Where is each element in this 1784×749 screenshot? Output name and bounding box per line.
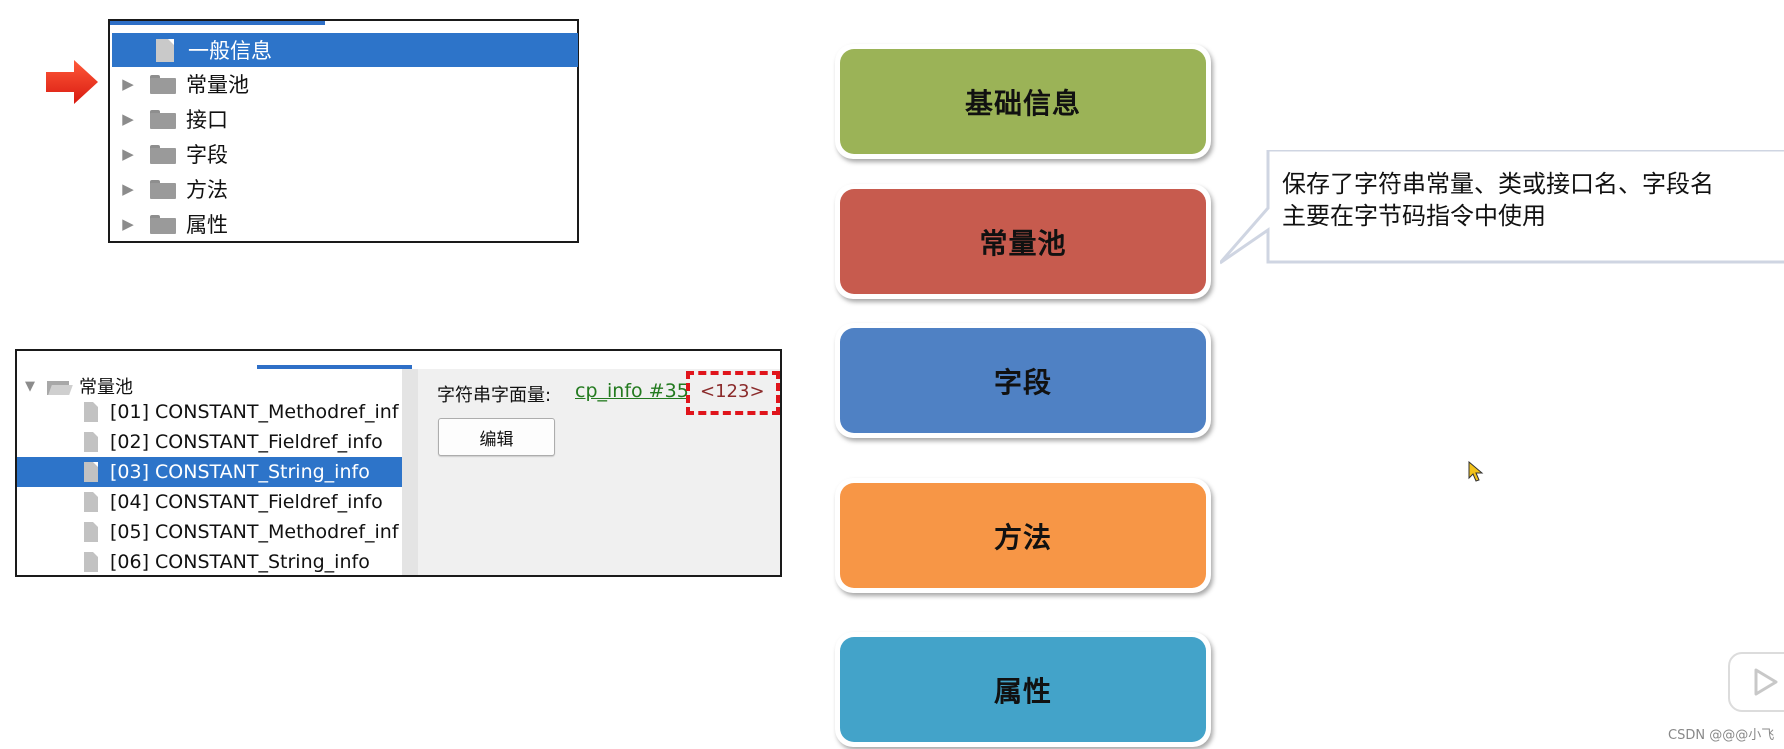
entry-label: [03] CONSTANT_String_info xyxy=(110,461,370,483)
edit-button[interactable]: 编辑 xyxy=(438,418,555,456)
class-structure-tree: 一般信息 ▶ 常量池 ▶ 接口 ▶ 字段 ▶ 方法 ▶ 属性 xyxy=(108,19,579,243)
document-icon xyxy=(84,522,98,542)
block-constant-pool: 常量池 xyxy=(835,184,1211,299)
document-icon xyxy=(84,492,98,512)
document-icon xyxy=(84,462,98,482)
block-label: 常量池 xyxy=(840,189,1206,294)
entry-label: [04] CONSTANT_Fieldref_info xyxy=(110,491,383,513)
block-label: 基础信息 xyxy=(840,49,1206,154)
string-value: <123> xyxy=(700,381,765,402)
callout-line: 保存了字符串常量、类或接口名、字段名 xyxy=(1282,170,1714,198)
open-folder-icon xyxy=(47,378,73,395)
entry-detail-pane xyxy=(418,369,780,575)
entry-label: [05] CONSTANT_Methodref_inf xyxy=(110,521,399,543)
block-attributes: 属性 xyxy=(835,632,1211,747)
callout-line: 主要在字节码指令中使用 xyxy=(1282,202,1546,230)
constant-pool-viewer: ▼ 常量池 [01] CONSTANT_Methodref_inf [02] C… xyxy=(15,349,782,577)
tree-item-label: 属性 xyxy=(186,213,228,237)
constant-pool-entry[interactable]: [02] CONSTANT_Fieldref_info xyxy=(17,427,404,457)
tree-item-label: 方法 xyxy=(186,178,228,202)
block-label: 属性 xyxy=(840,637,1206,742)
expand-arrow-icon[interactable]: ▶ xyxy=(122,145,134,163)
tree-item-general-info[interactable]: 一般信息 xyxy=(112,33,578,67)
callout-text: 保存了字符串常量、类或接口名、字段名 主要在字节码指令中使用 xyxy=(1282,168,1714,232)
entry-label: [01] CONSTANT_Methodref_inf xyxy=(110,401,399,423)
mouse-cursor-icon xyxy=(1468,461,1484,482)
play-widget[interactable] xyxy=(1728,652,1784,712)
tree-item-constant-pool[interactable]: ▶ 常量池 xyxy=(110,67,575,101)
play-icon xyxy=(1754,668,1778,696)
highlight-dashed-box xyxy=(686,371,780,415)
watermark: CSDN @@@小飞 xyxy=(1668,728,1775,743)
tree-item-interfaces[interactable]: ▶ 接口 xyxy=(110,102,575,136)
folder-icon xyxy=(150,74,176,94)
panel-top-strip xyxy=(17,351,780,369)
document-icon xyxy=(84,432,98,452)
tree-item-fields[interactable]: ▶ 字段 xyxy=(110,137,575,171)
collapse-arrow-icon[interactable]: ▼ xyxy=(25,378,35,394)
block-methods: 方法 xyxy=(835,478,1211,593)
tree-item-label: 字段 xyxy=(186,143,228,167)
folder-icon xyxy=(150,179,176,199)
block-basic-info: 基础信息 xyxy=(835,44,1211,159)
tree-root-constant-pool[interactable]: ▼ 常量池 xyxy=(17,373,133,399)
tree-item-methods[interactable]: ▶ 方法 xyxy=(110,172,575,206)
folder-icon xyxy=(150,214,176,234)
expand-arrow-icon[interactable]: ▶ xyxy=(122,180,134,198)
tree-root-label: 常量池 xyxy=(79,377,133,398)
cp-info-link[interactable]: cp_info #35 xyxy=(575,380,689,402)
constant-pool-entry[interactable]: [05] CONSTANT_Methodref_inf xyxy=(17,517,404,547)
constant-pool-tree: ▼ 常量池 [01] CONSTANT_Methodref_inf [02] C… xyxy=(17,369,404,575)
document-icon xyxy=(84,552,98,572)
constant-pool-entry[interactable]: [04] CONSTANT_Fieldref_info xyxy=(17,487,404,517)
panel-top-bar xyxy=(110,21,325,25)
red-arrow-icon xyxy=(46,60,98,104)
tree-scrollbar[interactable] xyxy=(402,369,418,575)
tree-item-attributes[interactable]: ▶ 属性 xyxy=(110,207,575,241)
folder-icon xyxy=(150,144,176,164)
entry-label: [02] CONSTANT_Fieldref_info xyxy=(110,431,383,453)
string-literal-label: 字符串字面量: xyxy=(437,385,552,406)
tree-item-label: 接口 xyxy=(186,108,228,132)
tree-item-label: 一般信息 xyxy=(188,39,272,63)
panel-top-bar xyxy=(257,365,412,369)
expand-arrow-icon[interactable]: ▶ xyxy=(122,215,134,233)
tree-item-label: 常量池 xyxy=(186,73,249,97)
expand-arrow-icon[interactable]: ▶ xyxy=(122,75,134,93)
block-label: 字段 xyxy=(840,328,1206,433)
document-icon xyxy=(84,402,98,422)
constant-pool-entry[interactable]: [06] CONSTANT_String_info xyxy=(17,547,404,575)
constant-pool-entry[interactable]: [01] CONSTANT_Methodref_inf xyxy=(17,397,404,427)
expand-arrow-icon[interactable]: ▶ xyxy=(122,110,134,128)
block-label: 方法 xyxy=(840,483,1206,588)
block-fields: 字段 xyxy=(835,323,1211,438)
callout-bubble xyxy=(1220,150,1784,265)
entry-label: [06] CONSTANT_String_info xyxy=(110,551,370,573)
constant-pool-entry[interactable]: [03] CONSTANT_String_info xyxy=(17,457,404,487)
folder-icon xyxy=(150,109,176,129)
document-icon xyxy=(156,38,174,62)
